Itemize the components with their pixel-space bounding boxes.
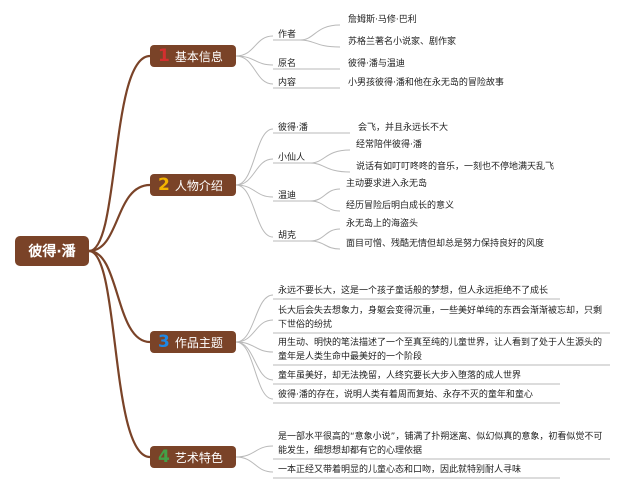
character-hook-desc1: 永无岛上的海盗头 (346, 219, 419, 229)
info-author-label: 作者 (278, 30, 297, 40)
section-label: 艺术特色 (174, 450, 223, 465)
section-basic-info[interactable]: 1 基本信息 (150, 45, 236, 67)
section-themes[interactable]: 3 作品主题 (150, 331, 236, 353)
info-content-value: 小男孩彼得·潘和他在永无岛的冒险故事 (348, 78, 504, 88)
theme-item-4: 童年虽美好，却无法挽留，人终究要长大步入堕落的成人世界 (278, 371, 522, 381)
theme-item-1: 永远不要长大，这是一个孩子童话般的梦想，但人永远拒绝不了成长 (278, 286, 549, 296)
section-number: 3 (158, 331, 170, 352)
section-label: 作品主题 (174, 335, 223, 350)
character-fairy-desc2: 说话有如叮叮咚咚的音乐，一刻也不停地满天乱飞 (356, 162, 555, 172)
root-node[interactable]: 彼得·潘 (15, 236, 89, 266)
main-branches (88, 54, 151, 459)
art-item-1: 是一部水平很高的“意象小说”，铺满了扑朔迷离、似幻似真的意象，初看似觉不可能发生… (278, 432, 603, 456)
section-number: 4 (158, 446, 170, 467)
character-peter: 彼得·潘 (278, 123, 308, 133)
theme-item-5: 彼得·潘的存在，说明人类有着周而复始、永存不灭的童年和童心 (278, 390, 533, 400)
section-number: 1 (158, 45, 170, 66)
sub-branches (235, 24, 610, 479)
info-original-value: 彼得·潘与温迪 (348, 59, 405, 69)
info-original-label: 原名 (278, 59, 297, 69)
art-item-2: 一本正经又带着明显的儿童心态和口吻，因此就特别耐人寻味 (278, 465, 522, 475)
section-characters[interactable]: 2 人物介绍 (150, 174, 236, 196)
section-label: 基本信息 (174, 49, 223, 64)
info-content-label: 内容 (278, 78, 297, 88)
character-hook: 胡克 (278, 231, 297, 241)
character-wendy-desc1: 主动要求进入永无岛 (346, 179, 428, 189)
section-number: 2 (158, 174, 170, 195)
section-art-features[interactable]: 4 艺术特色 (150, 446, 236, 468)
character-wendy-desc2: 经历冒险后明白成长的意义 (346, 201, 455, 211)
info-author-name: 詹姆斯·马修·巴利 (348, 15, 417, 25)
theme-item-3: 用生动、明快的笔法描述了一个至真至纯的儿童世界，让人看到了处于人生源头的童年是人… (278, 338, 603, 362)
info-author-desc: 苏格兰著名小说家、剧作家 (348, 37, 457, 47)
section-label: 人物介绍 (174, 178, 223, 193)
character-fairy-desc1: 经常陪伴彼得·潘 (356, 140, 422, 150)
theme-item-2: 长大后会失去想象力，身躯会变得沉重，一些美好单纯的东西会渐渐被忘却，只剩下世俗的… (278, 306, 603, 330)
character-peter-desc: 会飞，并且永远长不大 (358, 123, 449, 133)
character-fairy: 小仙人 (278, 153, 306, 163)
character-hook-desc2: 面目可憎、残酷无情但却总是努力保持良好的风度 (346, 239, 545, 249)
character-wendy: 温迪 (278, 191, 297, 201)
